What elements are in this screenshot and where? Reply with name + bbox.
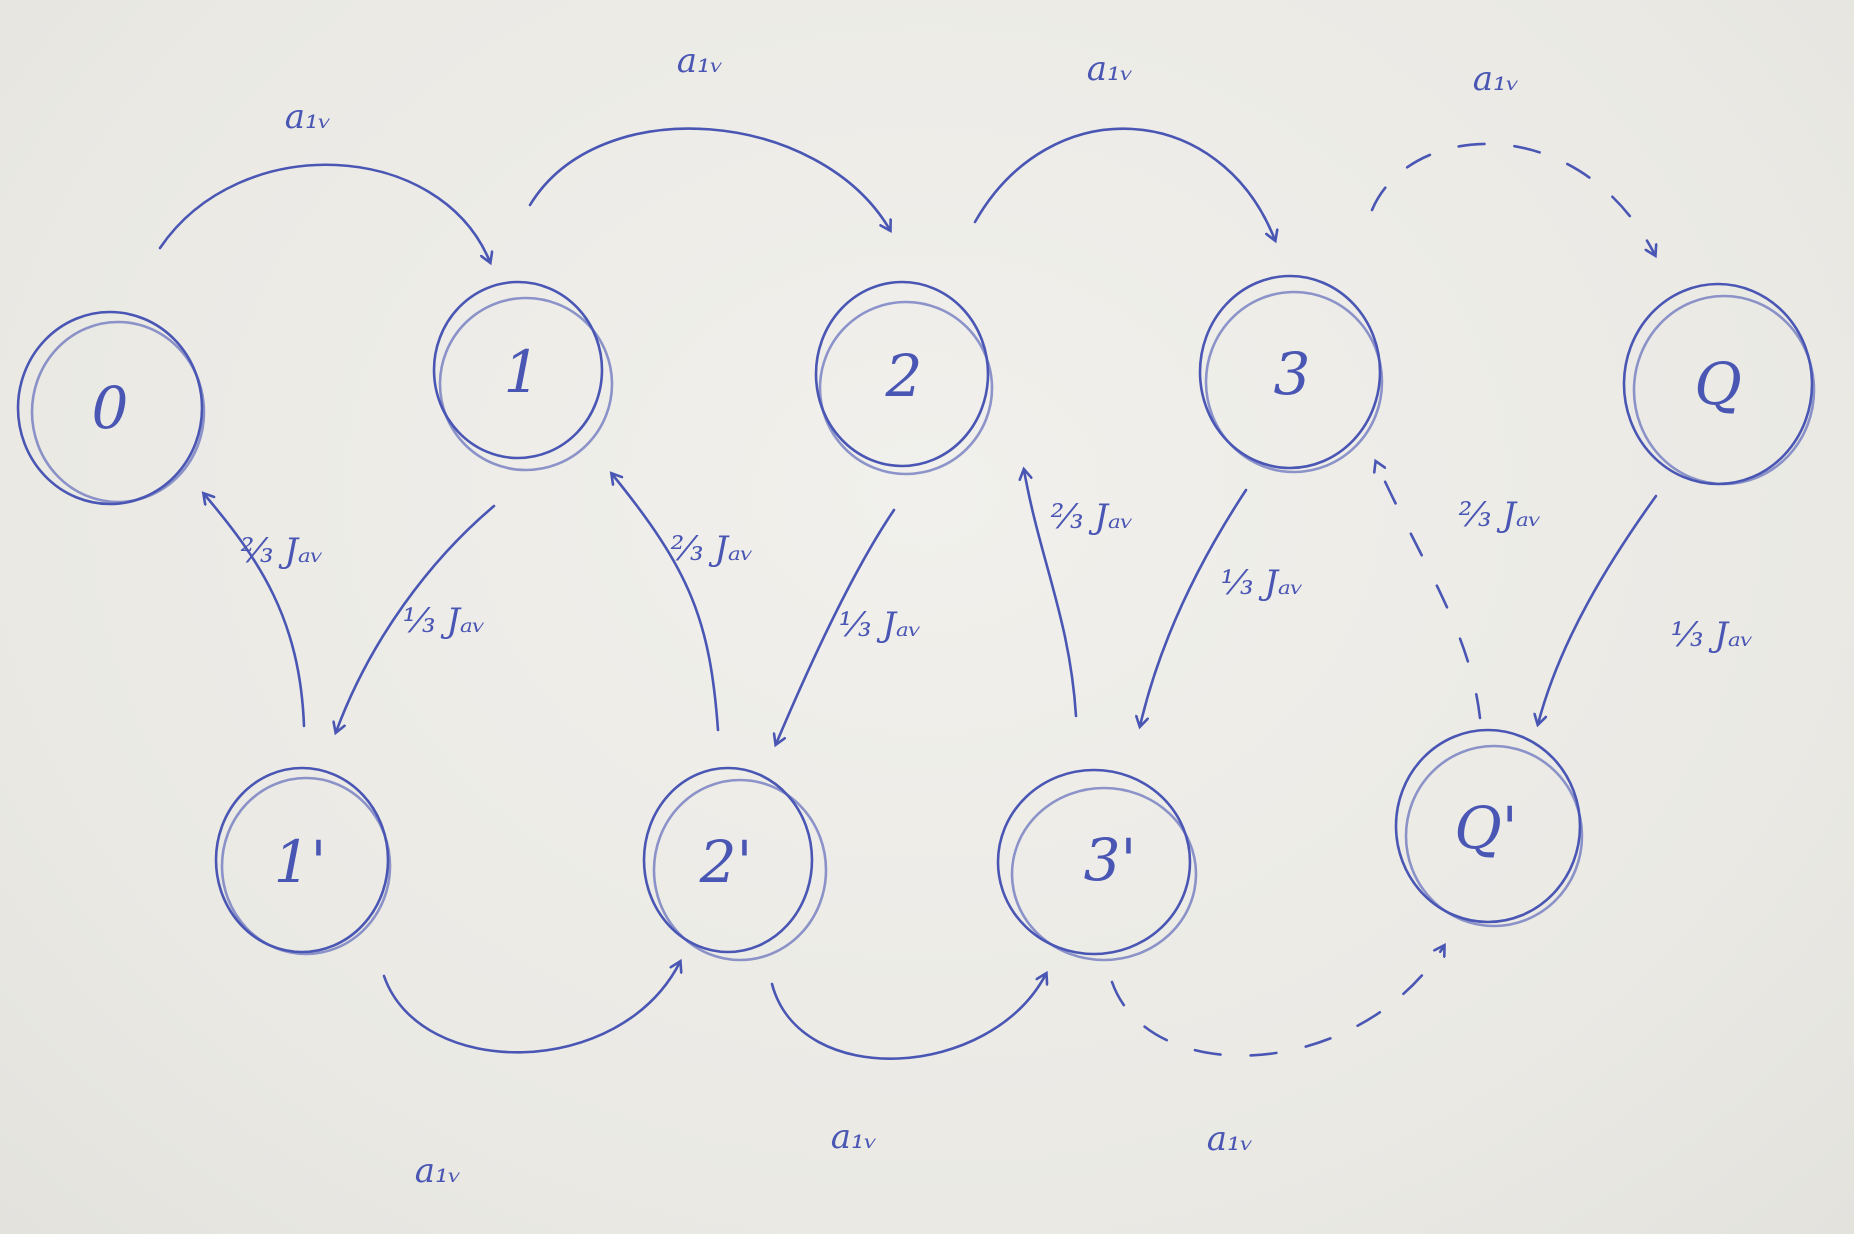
edge-up-Qp-3-label: ⅔ Jₐᵥ <box>1459 495 1542 535</box>
node-0: 0 <box>16 310 206 506</box>
edge-top-3-Q <box>1370 142 1655 255</box>
edge-down-2-2p <box>776 508 896 744</box>
node-3-label: 3 <box>1274 340 1311 408</box>
edge-up-2p-1 <box>612 474 720 732</box>
edge-top-3-Q-label: a₁ᵥ <box>1473 59 1520 99</box>
edge-up-3p-2 <box>1024 470 1078 718</box>
edge-bot-2p-3p <box>770 974 1046 1060</box>
edge-down-Q-Qp-label: ⅓ Jₐᵥ <box>1671 615 1754 655</box>
node-3-prime-label: 3' <box>1084 826 1137 894</box>
node-0-label: 0 <box>92 374 129 442</box>
edge-up-1p-0-label: ⅔ Jₐᵥ <box>241 531 324 571</box>
edge-down-3-3p-label: ⅓ Jₐᵥ <box>1221 563 1304 603</box>
node-1-prime: 1' <box>214 766 392 956</box>
node-2-prime-label: 2' <box>699 828 753 896</box>
edge-down-Q-Qp <box>1538 494 1658 724</box>
edge-down-1-1p-label: ⅓ Jₐᵥ <box>403 601 486 641</box>
edge-up-Qp-3 <box>1376 462 1482 720</box>
edge-top-2-3-label: a₁ᵥ <box>1087 49 1134 89</box>
edge-bot-2p-3p-label: a₁ᵥ <box>831 1117 878 1157</box>
node-3-prime: 3' <box>996 768 1198 962</box>
node-Q-prime: Q' <box>1394 728 1584 928</box>
edge-up-1p-0 <box>204 494 306 728</box>
edge-down-2-2p-label: ⅓ Jₐᵥ <box>839 605 922 645</box>
edge-bot-3p-Qp-label: a₁ᵥ <box>1207 1119 1254 1159</box>
node-2: 2 <box>814 280 994 476</box>
edge-top-0-1 <box>158 163 490 262</box>
edge-bot-3p-Qp <box>1110 946 1444 1057</box>
node-Q: Q <box>1622 282 1816 486</box>
edge-top-2-3 <box>973 127 1275 240</box>
node-Q-label: Q <box>1694 350 1742 418</box>
edge-down-3-3p <box>1140 488 1248 726</box>
edge-bot-1p-2p <box>382 962 680 1054</box>
node-1-prime-label: 1' <box>274 828 327 896</box>
edge-bot-1p-2p-label: a₁ᵥ <box>415 1151 462 1191</box>
edge-top-1-2 <box>528 127 890 230</box>
edge-down-1-1p <box>336 504 496 732</box>
node-1: 1 <box>432 280 614 472</box>
edge-up-2p-1-label: ⅔ Jₐᵥ <box>671 529 754 569</box>
node-2-prime: 2' <box>642 766 828 962</box>
node-2-label: 2 <box>885 342 923 410</box>
node-3: 3 <box>1198 274 1384 474</box>
edge-top-0-1-label: a₁ᵥ <box>285 97 332 137</box>
node-1-label: 1 <box>504 338 541 406</box>
node-Q-prime-label: Q' <box>1454 794 1518 862</box>
edge-up-3p-2-label: ⅔ Jₐᵥ <box>1051 497 1134 537</box>
edge-top-1-2-label: a₁ᵥ <box>677 41 724 81</box>
